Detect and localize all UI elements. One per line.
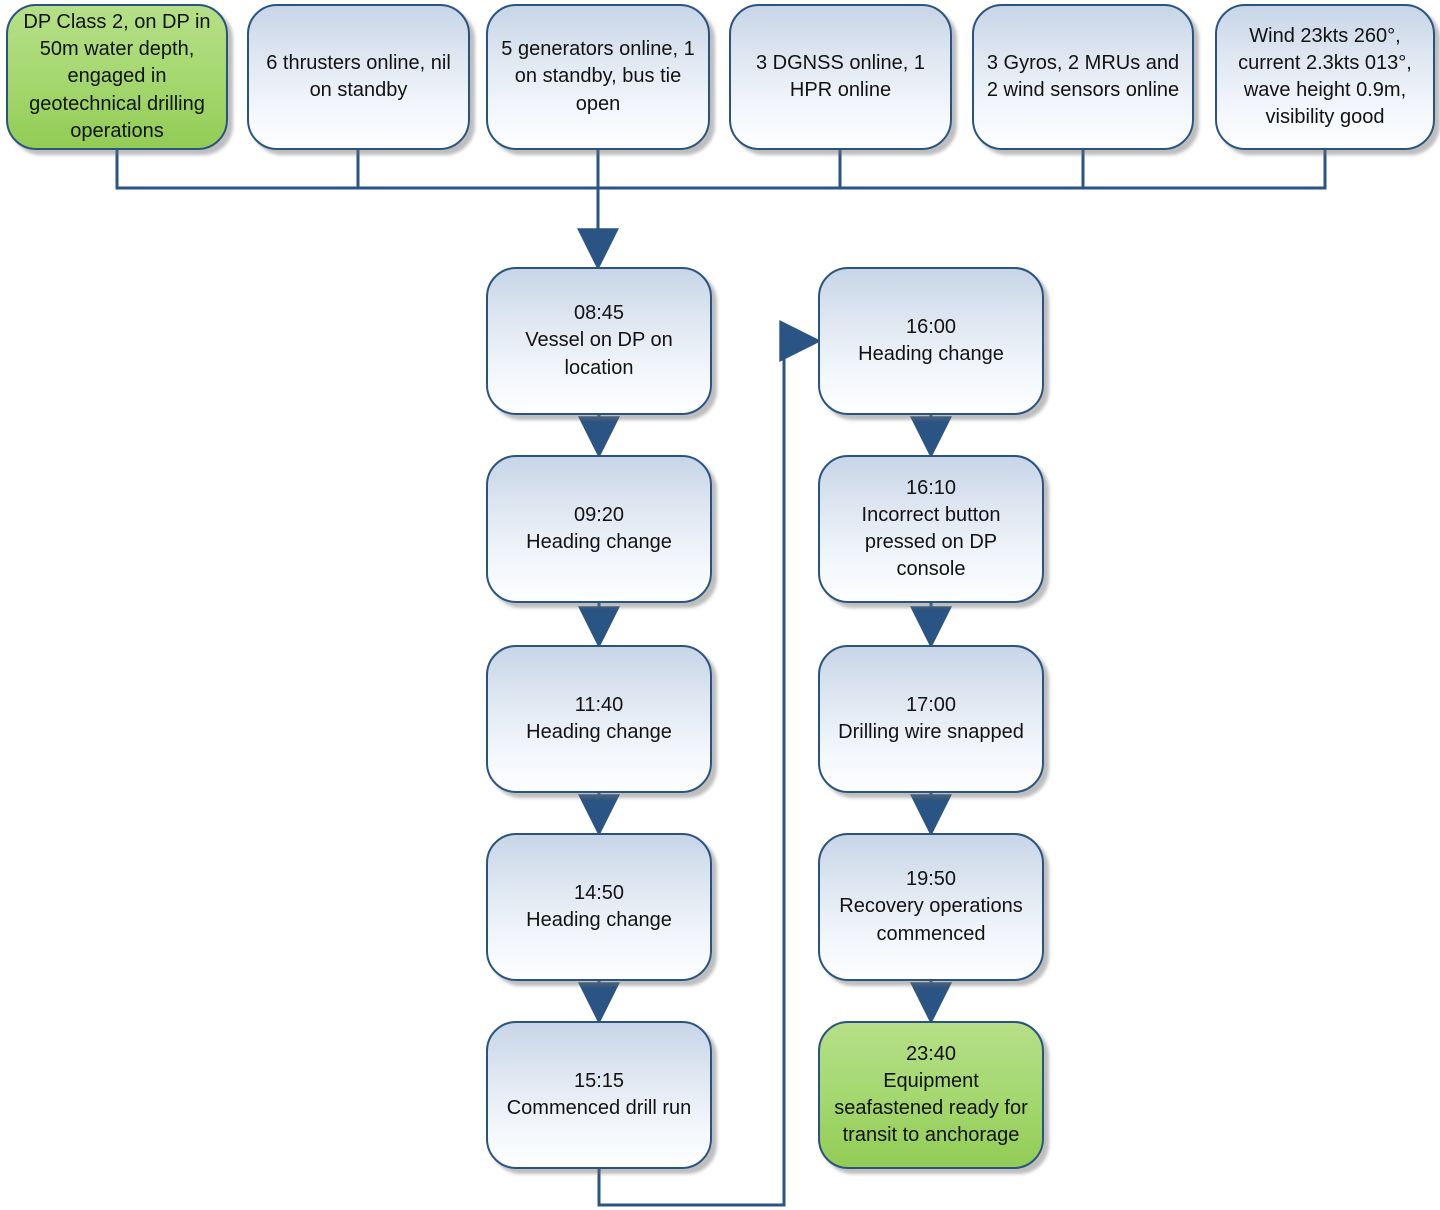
node-time: 11:40	[574, 693, 624, 716]
node-dp-class: DP Class 2, on DP in 50m water depth, en…	[6, 4, 228, 150]
node-thrusters: 6 thrusters online, nil on standby	[247, 4, 470, 150]
node-label: Commenced drill run	[506, 1097, 692, 1119]
node-0845: 08:45 Vessel on DP on location	[486, 267, 712, 415]
node-2340: 23:40 Equipment seafastened ready for tr…	[818, 1021, 1044, 1169]
node-label: Incorrect button pressed on DP console	[861, 503, 1001, 581]
node-time: 19:50	[905, 868, 957, 891]
node-label: Drilling wire snapped	[838, 721, 1024, 743]
node-label: DP Class 2, on DP in 50m water depth, en…	[23, 11, 211, 142]
node-1700: 17:00 Drilling wire snapped	[818, 645, 1044, 793]
node-0920: 09:20 Heading change	[486, 455, 712, 603]
node-label: 3 Gyros, 2 MRUs and 2 wind sensors onlin…	[986, 51, 1180, 101]
node-generators: 5 generators online, 1 on standby, bus t…	[486, 4, 710, 150]
node-label: Heading change	[858, 343, 1004, 365]
node-label: Heading change	[526, 909, 672, 931]
node-label: Heading change	[526, 721, 672, 743]
node-time: 16:10	[905, 476, 957, 499]
node-time: 09:20	[573, 503, 625, 526]
connector-top-rail	[115, 150, 1327, 190]
node-label: Wind 23kts 260°, current 2.3kts 013°, wa…	[1238, 24, 1412, 129]
node-time: 17:00	[905, 693, 957, 716]
node-label: 5 generators online, 1 on standby, bus t…	[501, 38, 695, 115]
node-weather: Wind 23kts 260°, current 2.3kts 013°, wa…	[1215, 4, 1435, 150]
node-label: Vessel on DP on location	[525, 329, 673, 379]
node-label: Heading change	[526, 531, 672, 553]
node-1450: 14:50 Heading change	[486, 833, 712, 981]
node-time: 14:50	[573, 881, 625, 904]
node-1515: 15:15 Commenced drill run	[486, 1021, 712, 1169]
node-1140: 11:40 Heading change	[486, 645, 712, 793]
node-label: Recovery operations commenced	[839, 895, 1023, 945]
node-time: 23:40	[905, 1042, 957, 1065]
node-label: Equipment seafastened ready for transit …	[834, 1069, 1028, 1147]
node-time: 16:00	[905, 315, 957, 338]
node-1950: 19:50 Recovery operations commenced	[818, 833, 1044, 981]
node-label: 6 thrusters online, nil on standby	[266, 51, 451, 101]
node-1610: 16:10 Incorrect button pressed on DP con…	[818, 455, 1044, 603]
node-dgnss: 3 DGNSS online, 1 HPR online	[729, 4, 952, 150]
node-time: 15:15	[573, 1069, 625, 1092]
node-gyros: 3 Gyros, 2 MRUs and 2 wind sensors onlin…	[972, 4, 1194, 150]
node-time: 08:45	[573, 302, 625, 325]
node-1600: 16:00 Heading change	[818, 267, 1044, 415]
node-label: 3 DGNSS online, 1 HPR online	[756, 51, 925, 101]
